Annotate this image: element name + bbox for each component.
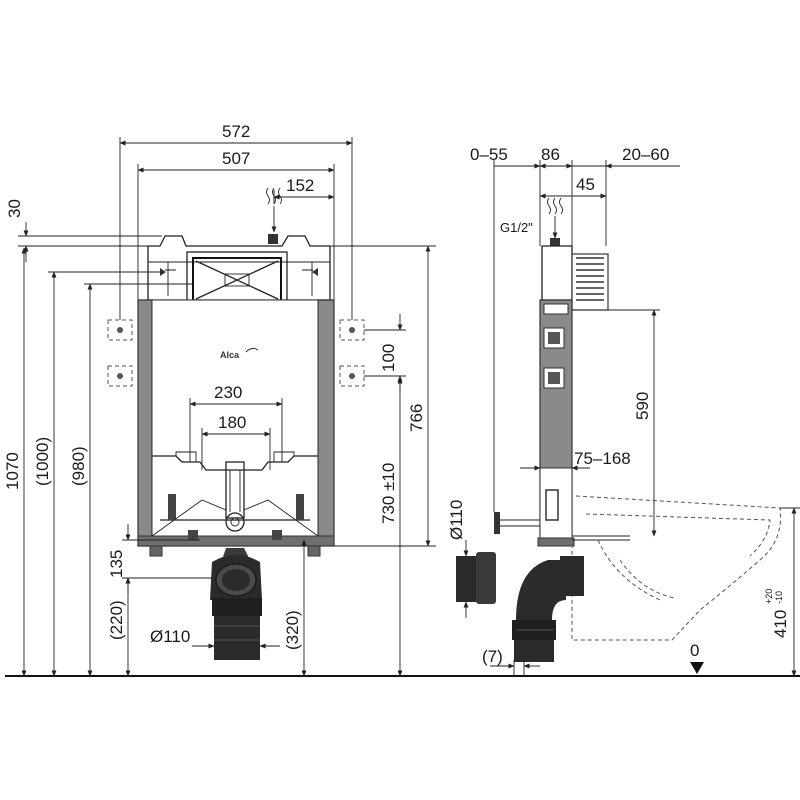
brand-logo: Alca <box>220 350 240 360</box>
dim-height-1070: 1070 <box>3 452 22 490</box>
zero-level-label: 0 <box>690 641 699 660</box>
water-inlet <box>268 234 278 244</box>
dim-height-30: 30 <box>5 199 24 218</box>
pipe-coupling <box>456 556 478 602</box>
dim-offset-7: (7) <box>482 647 503 666</box>
dim-width-230: 230 <box>214 383 242 402</box>
dim-height-590: 590 <box>633 392 652 420</box>
zero-level-icon <box>690 662 704 674</box>
cistern-housing <box>147 235 331 301</box>
dim-pipe-110-side: Ø110 <box>447 500 466 540</box>
dim-height-730: 730 ±10 <box>379 463 398 524</box>
drain-elbow <box>512 556 584 662</box>
dim-depth-0-55: 0–55 <box>470 145 508 164</box>
dim-range-75-168: 75–168 <box>574 449 631 468</box>
dim-tolerance-minus: -10 <box>774 591 784 604</box>
dim-height-980: (980) <box>69 446 88 486</box>
dim-tolerance-plus: +20 <box>764 589 774 604</box>
dim-width-180: 180 <box>218 413 246 432</box>
toilet-bowl-outline <box>571 495 782 641</box>
dim-width-507: 507 <box>222 149 250 168</box>
cistern-side <box>541 245 573 301</box>
dim-depth-86: 86 <box>541 145 560 164</box>
wall-anchors <box>107 319 365 387</box>
dim-height-766: 766 <box>407 404 426 432</box>
dim-height-220: (220) <box>107 600 126 640</box>
dim-height-410: 410 <box>771 610 790 638</box>
dim-height-1000: (1000) <box>33 437 52 486</box>
dim-width-572: 572 <box>222 122 250 141</box>
side-view: 0–55 86 20–60 45 G1/2" 590 <box>447 145 800 677</box>
bowl-mounting-plate <box>152 455 318 471</box>
dim-spacing-100: 100 <box>379 344 398 372</box>
drain-pipe <box>210 548 262 660</box>
dim-depth-45: 45 <box>576 175 595 194</box>
dim-pipe-110-front: Ø110 <box>150 627 190 646</box>
dim-offset-152: 152 <box>286 176 314 195</box>
dim-height-135: 135 <box>107 550 126 578</box>
thread-label: G1/2" <box>500 220 533 235</box>
dim-height-320: (320) <box>283 610 302 650</box>
front-view: Alca <box>3 122 436 677</box>
dim-depth-20-60: 20–60 <box>622 145 669 164</box>
